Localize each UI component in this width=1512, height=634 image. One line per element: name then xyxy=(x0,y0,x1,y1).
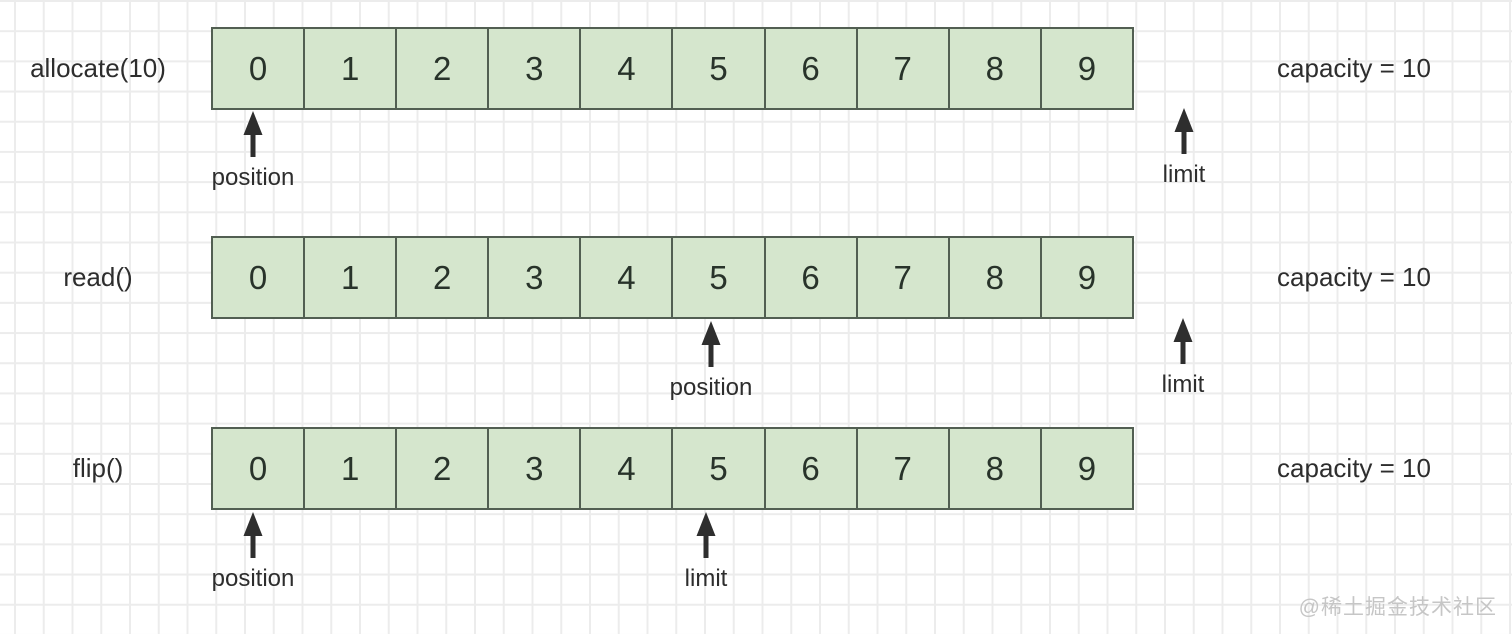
buffer-cell: 3 xyxy=(487,238,579,317)
buffer-cell: 1 xyxy=(303,29,395,108)
buffer-cell: 0 xyxy=(248,49,268,87)
capacity-label: capacity = 10 xyxy=(1277,53,1431,83)
buffer-cell: 1 xyxy=(303,429,395,508)
buffer-cell: 9 xyxy=(1039,238,1132,317)
marker-label: limit xyxy=(684,565,728,592)
limit-marker: limit xyxy=(1104,108,1264,189)
buffer-cell: 9 xyxy=(1039,429,1132,508)
buffer-cell: 5 xyxy=(671,29,763,108)
buffer-cell: 7 xyxy=(855,29,948,108)
buffer-cell: 6 xyxy=(763,29,856,108)
marker-label: position xyxy=(211,565,295,592)
buffer-cell: 4 xyxy=(579,429,671,508)
buffer-cell: 4 xyxy=(579,29,671,108)
buffer-cell: 8 xyxy=(947,29,1040,108)
limit-marker: limit xyxy=(626,512,786,593)
operation-label-flip: flip() xyxy=(72,453,124,483)
limit-marker: limit xyxy=(1103,318,1263,399)
buffer-cell: 5 xyxy=(671,429,763,508)
buffer-cell: 9 xyxy=(1039,29,1132,108)
marker-label: limit xyxy=(1161,371,1205,398)
buffer-array-flip: 0 1 2 3 4 5 6 7 8 9 xyxy=(211,427,1134,510)
marker-label: position xyxy=(669,374,753,401)
buffer-cell: 8 xyxy=(947,238,1040,317)
position-marker: position xyxy=(173,111,333,192)
up-arrow-icon xyxy=(243,512,263,558)
up-arrow-icon xyxy=(696,512,716,558)
buffer-cell: 1 xyxy=(303,238,395,317)
position-marker: position xyxy=(173,512,333,593)
buffer-cell: 4 xyxy=(579,238,671,317)
buffer-cell: 2 xyxy=(395,29,487,108)
buffer-cell: 0 xyxy=(248,449,268,487)
up-arrow-icon xyxy=(1173,318,1193,364)
up-arrow-icon xyxy=(243,111,263,157)
buffer-array-allocate: 0 1 2 3 4 5 6 7 8 9 xyxy=(211,27,1134,110)
buffer-array-read: 0 1 2 3 4 5 6 7 8 9 xyxy=(211,236,1134,319)
buffer-cell: 2 xyxy=(395,238,487,317)
watermark: @稀土掘金技术社区 xyxy=(1298,596,1497,619)
buffer-cell: 7 xyxy=(855,238,948,317)
capacity-label: capacity = 10 xyxy=(1277,262,1431,292)
buffer-cell: 3 xyxy=(487,29,579,108)
buffer-cell: 6 xyxy=(763,429,856,508)
buffer-cell: 2 xyxy=(395,429,487,508)
buffer-cell: 8 xyxy=(947,429,1040,508)
position-marker: position xyxy=(631,321,791,402)
marker-label: position xyxy=(211,164,295,191)
up-arrow-icon xyxy=(701,321,721,367)
buffer-cell: 0 xyxy=(248,258,268,296)
operation-label-read: read() xyxy=(63,262,133,292)
buffer-cell: 5 xyxy=(671,238,763,317)
up-arrow-icon xyxy=(1174,108,1194,154)
buffer-cell: 3 xyxy=(487,429,579,508)
marker-label: limit xyxy=(1162,161,1206,188)
operation-label-allocate: allocate(10) xyxy=(30,53,166,83)
capacity-label: capacity = 10 xyxy=(1277,453,1431,483)
buffer-cell: 7 xyxy=(855,429,948,508)
buffer-cell: 6 xyxy=(763,238,856,317)
